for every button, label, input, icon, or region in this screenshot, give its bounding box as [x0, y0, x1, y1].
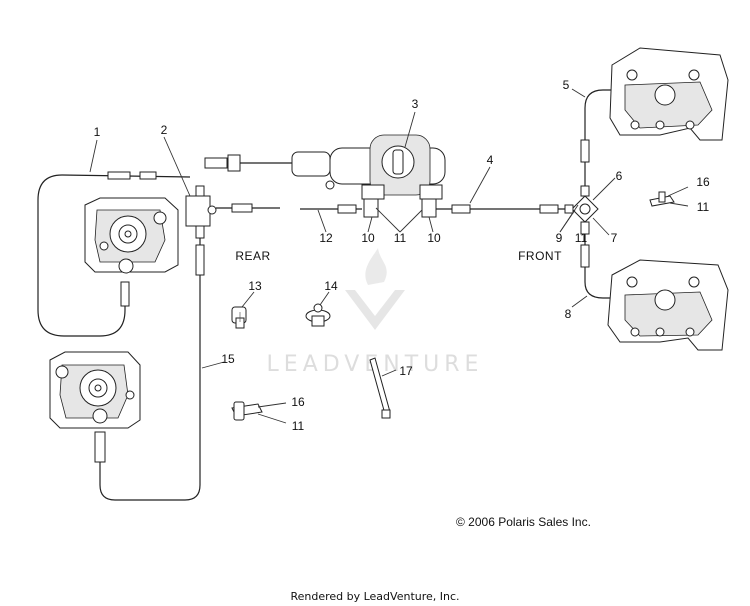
- callout-10-right: 10: [427, 231, 441, 245]
- callout-4: 4: [487, 153, 494, 167]
- rear-master-line: [300, 204, 362, 214]
- callout-2: 2: [161, 123, 168, 137]
- callout-12: 12: [319, 231, 333, 245]
- callout-9: 9: [556, 231, 563, 245]
- callout-13: 13: [248, 279, 262, 293]
- callout-14: 14: [324, 279, 338, 293]
- bolt-part-17: [369, 357, 391, 419]
- callout-6: 6: [616, 169, 623, 183]
- front-caliper-upper: [609, 47, 729, 141]
- bracket-part-16-upper: [649, 191, 675, 207]
- section-label-rear: REAR: [235, 249, 270, 263]
- callout-11-bracket-front: 11: [697, 200, 710, 214]
- rear-caliper-upper: [84, 197, 179, 274]
- copyright-notice: © 2006 Polaris Sales Inc.: [456, 515, 591, 529]
- front-caliper-lower: [607, 259, 729, 351]
- section-label-front: FRONT: [518, 249, 562, 263]
- watermark-logo-icon: [345, 248, 405, 330]
- clamp-part-14: [305, 303, 331, 327]
- callout-10-left: 10: [361, 231, 375, 245]
- callout-3: 3: [412, 97, 419, 111]
- callout-16-rear: 16: [291, 395, 305, 409]
- callout-8: 8: [565, 307, 572, 321]
- front-junction-block: [564, 185, 599, 235]
- rear-junction-block: [94, 185, 280, 501]
- callout-17: 17: [399, 364, 413, 378]
- footer-credit: Rendered by LeadVenture, Inc.: [290, 590, 460, 603]
- leader-lines: [89, 88, 689, 424]
- rear-caliper-lower: [49, 351, 141, 429]
- callout-16-front: 16: [696, 175, 710, 189]
- bracket-part-16-lower: [231, 401, 263, 421]
- callout-11-bracket-rear: 11: [292, 419, 305, 433]
- callout-7: 7: [611, 231, 618, 245]
- callout-15: 15: [221, 352, 235, 366]
- callout-11-master: 11: [394, 231, 407, 245]
- master-cylinder: [204, 134, 446, 218]
- callout-numbers: 1 2 3 4 5 6 7 8 9 10 10 11 11 12 13 14 1…: [94, 78, 710, 433]
- front-brake-line: [436, 204, 575, 214]
- callout-1: 1: [94, 125, 101, 139]
- callout-11-front: 11: [575, 231, 588, 245]
- callout-5: 5: [563, 78, 570, 92]
- clip-part-13: [231, 306, 247, 329]
- rear-brake-hose: [37, 171, 191, 337]
